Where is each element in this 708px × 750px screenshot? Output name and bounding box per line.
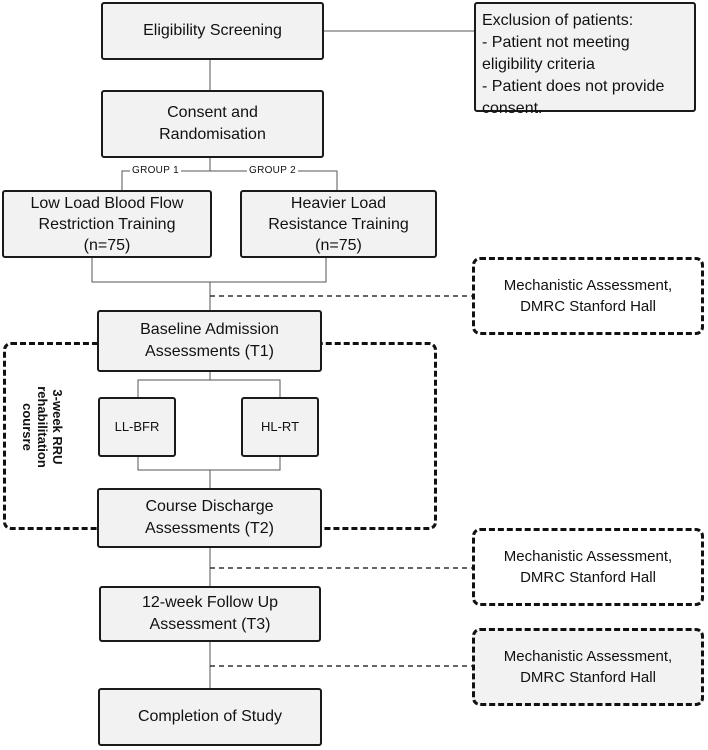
discharge-assessments-text: Course Discharge Assessments (T2) — [145, 498, 274, 537]
short-merge-connector — [137, 457, 281, 471]
baseline-assessments-text: Baseline Admission Assessments (T1) — [140, 321, 279, 360]
llbfr-short-text: LL-BFR — [114, 419, 160, 434]
group2-label: GROUP 2 — [247, 165, 298, 177]
followup-assessment-box: 12-week Follow Up Assessment (T3) — [99, 586, 321, 642]
baseline-llbfr-connector — [137, 372, 211, 397]
llbfr-training-box: Low Load Blood Flow Restriction Training… — [2, 190, 212, 258]
groups-merge-connector — [91, 258, 327, 283]
group1-label: GROUP 1 — [130, 165, 181, 177]
baseline-assessments-box: Baseline Admission Assessments (T1) — [97, 310, 322, 372]
mechanistic-assessment-box-3: Mechanistic Assessment, DMRC Stanford Ha… — [472, 628, 704, 706]
completion-box: Completion of Study — [98, 688, 322, 746]
llbfr-training-text: Low Load Blood Flow Restriction Training… — [30, 194, 184, 254]
rehab-course-label: 3-week RRU rehabilitation coursre — [20, 386, 65, 468]
mechanistic-assessment-text: Mechanistic Assessment, DMRC Stanford Ha… — [503, 277, 673, 315]
hlrt-training-box: Heavier Load Resistance Training (n=75) — [240, 190, 437, 258]
eligibility-screening-box: Eligibility Screening — [101, 2, 324, 60]
hlrt-short-box: HL-RT — [241, 397, 319, 457]
llbfr-short-box: LL-BFR — [98, 397, 176, 457]
mechanistic-assessment-text: Mechanistic Assessment, DMRC Stanford Ha… — [503, 648, 673, 686]
discharge-assessments-box: Course Discharge Assessments (T2) — [97, 488, 322, 548]
hlrt-training-text: Heavier Load Resistance Training (n=75) — [268, 194, 409, 254]
hlrt-short-text: HL-RT — [260, 419, 300, 434]
mechanistic-assessment-text: Mechanistic Assessment, DMRC Stanford Ha… — [503, 548, 673, 586]
exclusion-title: Exclusion of patients: — [482, 12, 634, 29]
completion-text: Completion of Study — [137, 708, 283, 725]
mechanistic-assessment-box-2: Mechanistic Assessment, DMRC Stanford Ha… — [472, 528, 704, 606]
consent-randomisation-text: Consent and Randomisation — [159, 104, 266, 143]
exclusion-box: Exclusion of patients: - Patient not mee… — [474, 2, 696, 117]
mechanistic-assessment-box-1: Mechanistic Assessment, DMRC Stanford Ha… — [472, 257, 704, 335]
consent-randomisation-box: Consent and Randomisation — [101, 90, 324, 158]
exclusion-item: - Patient not meeting eligibility criter… — [482, 34, 630, 73]
eligibility-screening-text: Eligibility Screening — [143, 22, 282, 39]
baseline-hlrt-connector — [210, 379, 281, 397]
followup-assessment-text: 12-week Follow Up Assessment (T3) — [141, 594, 279, 633]
exclusion-item: - Patient does not provide consent. — [482, 78, 665, 117]
